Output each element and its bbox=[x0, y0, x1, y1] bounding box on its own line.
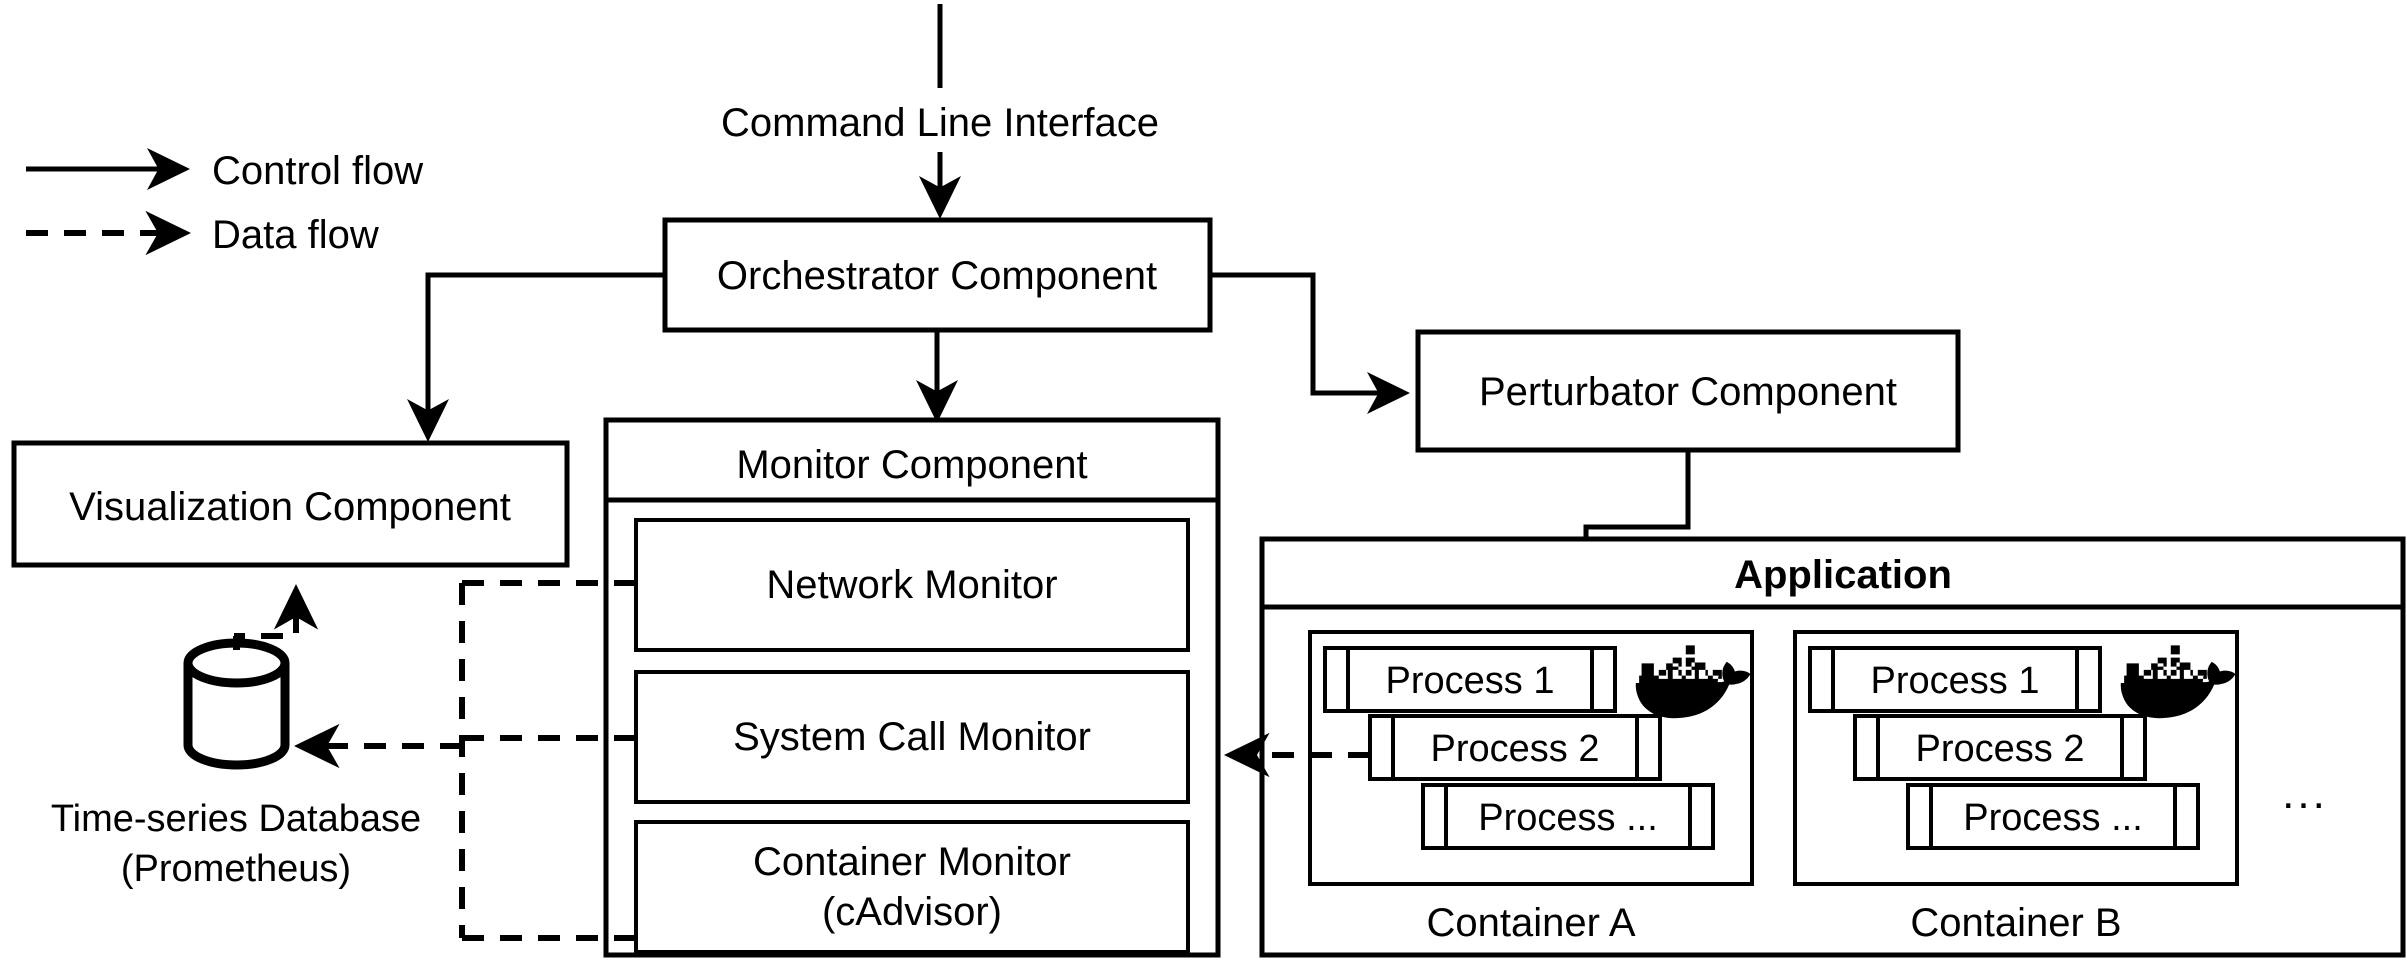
edge-monitors-to-database bbox=[293, 580, 636, 941]
legend-item-data-flow: Data flow bbox=[26, 210, 379, 257]
container-a-process-2[interactable]: Process 2 bbox=[1368, 714, 1662, 781]
orchestrator-label: Orchestrator Component bbox=[717, 254, 1157, 298]
legend-label-data-flow: Data flow bbox=[212, 213, 379, 257]
application-title: Application bbox=[1734, 553, 1952, 597]
container-a-process-ellipsis[interactable]: Process ... bbox=[1421, 783, 1715, 850]
container-b-process-2[interactable]: Process 2 bbox=[1853, 714, 2147, 781]
container-monitor-box bbox=[634, 820, 1190, 954]
container-b-process-1-label: Process 1 bbox=[1871, 660, 2040, 702]
node-perturbator-component[interactable]: Perturbator Component bbox=[1415, 329, 1961, 453]
node-visualization-component[interactable]: Visualization Component bbox=[11, 440, 570, 568]
system-call-monitor-label: System Call Monitor bbox=[733, 715, 1091, 759]
process-inner bbox=[1876, 714, 2124, 781]
container-a-process-ellipsis-label: Process ... bbox=[1478, 797, 1658, 839]
container-b-process-ellipsis[interactable]: Process ... bbox=[1906, 783, 2200, 850]
process-inner bbox=[1444, 783, 1692, 850]
database-cylinder-icon bbox=[183, 638, 290, 770]
container-a-name: Container A bbox=[1426, 901, 1635, 945]
container-b-process-ellipsis-label: Process ... bbox=[1963, 797, 2143, 839]
docker-whale-icon bbox=[1635, 645, 1751, 719]
monitor-submodule-network[interactable]: Network Monitor bbox=[634, 518, 1190, 652]
docker-whale-icon bbox=[2120, 645, 2236, 719]
monitor-submodule-container[interactable]: Container Monitor (cAdvisor) bbox=[634, 820, 1190, 954]
network-monitor-box bbox=[634, 518, 1190, 652]
process-inner bbox=[1346, 646, 1594, 713]
process-inner bbox=[1831, 646, 2079, 713]
process-inner bbox=[1391, 714, 1639, 781]
container-monitor-label-line1: Container Monitor bbox=[753, 840, 1071, 884]
edge-orchestrator-to-perturbator bbox=[1210, 272, 1411, 414]
node-orchestrator-component[interactable]: Orchestrator Component bbox=[662, 217, 1213, 333]
node-monitor-component[interactable]: Monitor Component Network Monitor System… bbox=[603, 417, 1221, 958]
cli-label: Command Line Interface bbox=[721, 101, 1159, 145]
node-application[interactable]: Application Process 1 Process 2 Process … bbox=[1259, 536, 2406, 958]
container-b-process-2-label: Process 2 bbox=[1916, 728, 2085, 770]
container-a-process-1-label: Process 1 bbox=[1386, 660, 1555, 702]
edge-orchestrator-to-visualization bbox=[407, 272, 665, 443]
application-ellipsis: ... bbox=[2282, 769, 2328, 818]
container-monitor-label-line2: (cAdvisor) bbox=[822, 890, 1002, 934]
orchestrator-box bbox=[662, 217, 1213, 333]
monitor-title: Monitor Component bbox=[736, 443, 1087, 487]
edge-database-to-visualization bbox=[234, 583, 319, 650]
legend: Control flow Data flow bbox=[26, 148, 423, 257]
legend-item-control-flow: Control flow bbox=[26, 148, 423, 193]
perturbator-label: Perturbator Component bbox=[1479, 370, 1897, 414]
database-label-line1: Time-series Database bbox=[51, 798, 421, 840]
container-a-process-1[interactable]: Process 1 bbox=[1323, 646, 1617, 713]
network-monitor-label: Network Monitor bbox=[766, 563, 1057, 607]
database-label-line2: (Prometheus) bbox=[121, 848, 351, 890]
node-command-line-interface[interactable]: Command Line Interface bbox=[721, 4, 1159, 220]
visualization-label: Visualization Component bbox=[69, 485, 511, 529]
container-b-name: Container B bbox=[1910, 901, 2121, 945]
process-inner bbox=[1929, 783, 2177, 850]
container-a[interactable]: Process 1 Process 2 Process ... Containe… bbox=[1308, 630, 1754, 945]
container-a-process-2-label: Process 2 bbox=[1431, 728, 1600, 770]
legend-label-control-flow: Control flow bbox=[212, 149, 423, 193]
perturbator-box bbox=[1415, 329, 1961, 453]
visualization-box bbox=[11, 440, 570, 568]
container-b-process-1[interactable]: Process 1 bbox=[1808, 646, 2102, 713]
monitor-submodule-syscall[interactable]: System Call Monitor bbox=[634, 670, 1190, 804]
container-b[interactable]: Process 1 Process 2 Process ... Containe… bbox=[1793, 630, 2239, 945]
node-time-series-database[interactable]: Time-series Database (Prometheus) bbox=[51, 638, 421, 890]
